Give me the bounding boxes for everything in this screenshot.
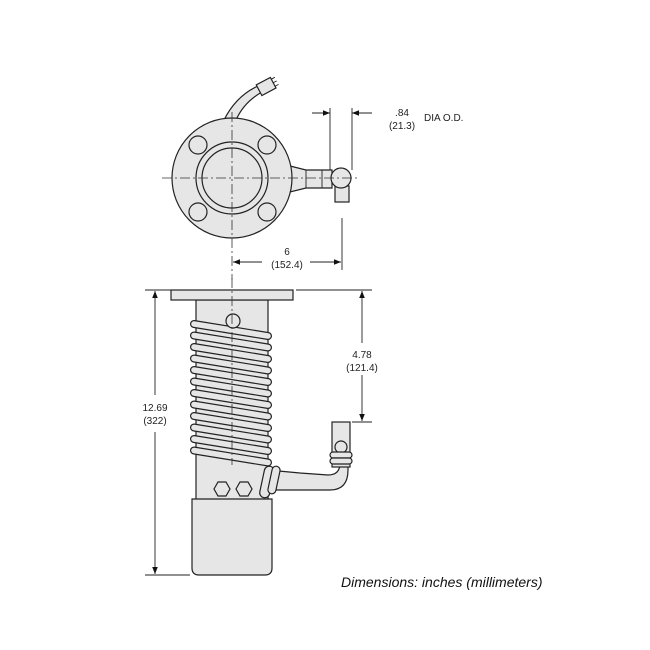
dia-mm: (21.3) — [389, 121, 415, 132]
coil-turn — [191, 424, 271, 443]
coil-turn — [191, 447, 271, 466]
connector — [255, 76, 279, 97]
coil-turn — [191, 413, 271, 431]
coil-turn — [191, 355, 271, 374]
caption: Dimensions: inches (millimeters) — [341, 574, 543, 590]
coil-turn — [191, 367, 271, 385]
top-view: .84 (21.3) DIA O.D. 6 (152.4) — [162, 76, 463, 280]
hex-nut — [235, 481, 253, 497]
coil-clamp — [225, 313, 241, 329]
dia-value: .84 — [395, 108, 409, 119]
heater-coils — [190, 320, 272, 467]
bolt-hole — [188, 202, 208, 222]
bolt-hole — [257, 202, 277, 222]
hex-nut — [213, 481, 231, 497]
dia-label: DIA O.D. — [424, 113, 463, 124]
height-value: 12.69 — [142, 403, 167, 414]
bolt-hole — [257, 135, 277, 155]
bolt-hole — [188, 135, 208, 155]
port-mm: (121.4) — [346, 363, 378, 374]
offset-mm: (152.4) — [271, 260, 303, 271]
port-value: 4.78 — [352, 350, 372, 361]
coil-turn — [191, 332, 271, 351]
bottom-cup — [191, 498, 273, 576]
side-view: 12.69 (322) 4.78 (121.4) — [142, 278, 378, 576]
coil-turn — [191, 344, 271, 362]
height-mm: (322) — [143, 416, 166, 427]
coil-turn — [191, 390, 271, 408]
port-ball — [334, 440, 348, 454]
cable — [223, 85, 263, 121]
neck — [289, 165, 333, 193]
coil-turn — [191, 401, 271, 420]
coil-turn — [191, 321, 271, 339]
coil-turn — [191, 436, 271, 454]
offset-value: 6 — [284, 247, 290, 258]
coil-turn — [191, 378, 271, 397]
